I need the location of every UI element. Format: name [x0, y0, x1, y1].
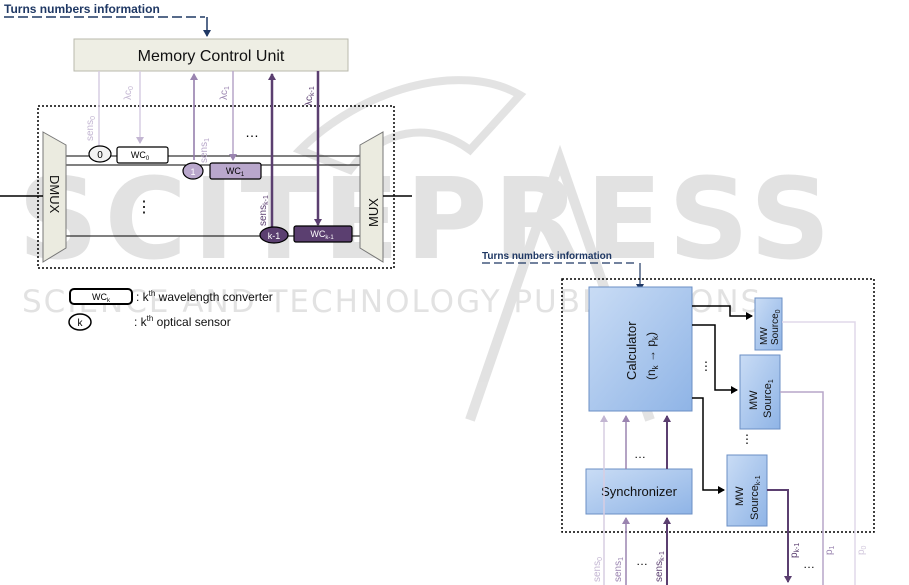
mw-source-0-label-2: Source0 [770, 309, 782, 345]
label-lc1: λc1 [219, 86, 231, 100]
label-sens0: sens0 [85, 116, 97, 141]
arrow-calc-mw1 [692, 324, 738, 394]
legend: WCk : kth wavelength converter k : kth o… [68, 288, 273, 331]
mux-block [359, 131, 384, 263]
calculator-block [588, 286, 693, 412]
legend-wc-text: : kth wavelength converter [136, 289, 273, 304]
left-diagram: Turns numbers information Memory Control… [0, 2, 412, 269]
wc-k-1-label: WCk-1 [310, 229, 334, 241]
right-vdots-2: ⋮ [741, 432, 753, 446]
label-lck: λck-1 [304, 86, 316, 106]
arrow-calc-mwk [692, 397, 725, 494]
mw-source-1-label-1: MW [748, 390, 760, 410]
wc-0 [116, 146, 169, 164]
out-p0-label: p0 [856, 545, 868, 555]
mux-label: MUX [366, 198, 381, 227]
sensor-0 [88, 145, 112, 163]
sensor-1-label: 1 [190, 167, 195, 177]
bottom-ellipsis: … [636, 554, 648, 568]
memory-control-unit [73, 38, 349, 72]
legend-wc-box [69, 288, 133, 305]
out-pk-label: pk-1 [789, 543, 801, 558]
wc-k-1 [293, 225, 353, 243]
out-p1-label: p1 [824, 545, 836, 555]
watermark-main: SCITEPRESS [18, 155, 837, 285]
mw-source-0-label-1: MW [759, 327, 770, 345]
right-dotted-box [561, 278, 875, 533]
mw-source-k-1-label-1: MW [734, 486, 746, 506]
label-sens1: sens1 [199, 138, 211, 163]
watermark: SCITEPRESS SCIENCE AND TECHNOLOGY PUBLIC… [18, 76, 837, 422]
dmux-label: DMUX [47, 175, 62, 214]
legend-sensor-circle [68, 313, 92, 331]
sync-ellipsis: … [634, 447, 646, 461]
mwk-output [767, 489, 792, 583]
wc-1 [209, 162, 262, 180]
left-turns-label: Turns numbers information [4, 2, 160, 16]
wc-1-label: WC1 [226, 166, 245, 178]
legend-sensor-label: k [78, 318, 84, 329]
mw-source-k-1 [726, 454, 768, 527]
legend-wc-box-label: WCk [92, 292, 111, 304]
sensor-0-label: 0 [97, 150, 103, 161]
mw-source-1 [739, 354, 781, 430]
mw1-output [780, 391, 824, 585]
arrow-calc-mw0 [692, 305, 753, 320]
mw-source-0 [754, 297, 783, 351]
dmux-block [42, 131, 67, 263]
mcu-label: Memory Control Unit [138, 48, 285, 65]
label-lc0: λc0 [123, 86, 135, 100]
bottom-sens1-label: sens1 [613, 557, 625, 582]
right-vdots-1: ⋮ [700, 359, 712, 373]
bottom-sensk-label: sensk-1 [654, 551, 666, 582]
label-sensk: sensk-1 [258, 195, 270, 226]
calculator-formula: (nk → pk) [644, 332, 660, 380]
left-vdots: ⋮ [136, 199, 152, 216]
mw0-output [782, 321, 856, 585]
right-diagram: Turns numbers information Calculator (nk… [482, 251, 875, 585]
legend-sensor-text: : kth optical sensor [134, 314, 231, 329]
wc-0-label: WC0 [131, 150, 150, 162]
mw-source-k-1-label-2: Sourcek-1 [749, 475, 762, 520]
sensor-k-1-label: k-1 [268, 231, 281, 241]
out-ellipsis: … [803, 557, 815, 571]
left-ellipsis: … [245, 124, 259, 140]
mw-source-1-label-2: Source1 [762, 379, 775, 418]
calculator-label: Calculator [624, 321, 639, 380]
right-turns-label: Turns numbers information [482, 251, 612, 262]
sensor-k-1 [259, 226, 289, 244]
sensor-1 [182, 162, 204, 180]
left-dotted-box [37, 105, 395, 269]
bottom-sens0-label: sens0 [592, 557, 604, 582]
synchronizer-label: Synchronizer [601, 484, 678, 499]
